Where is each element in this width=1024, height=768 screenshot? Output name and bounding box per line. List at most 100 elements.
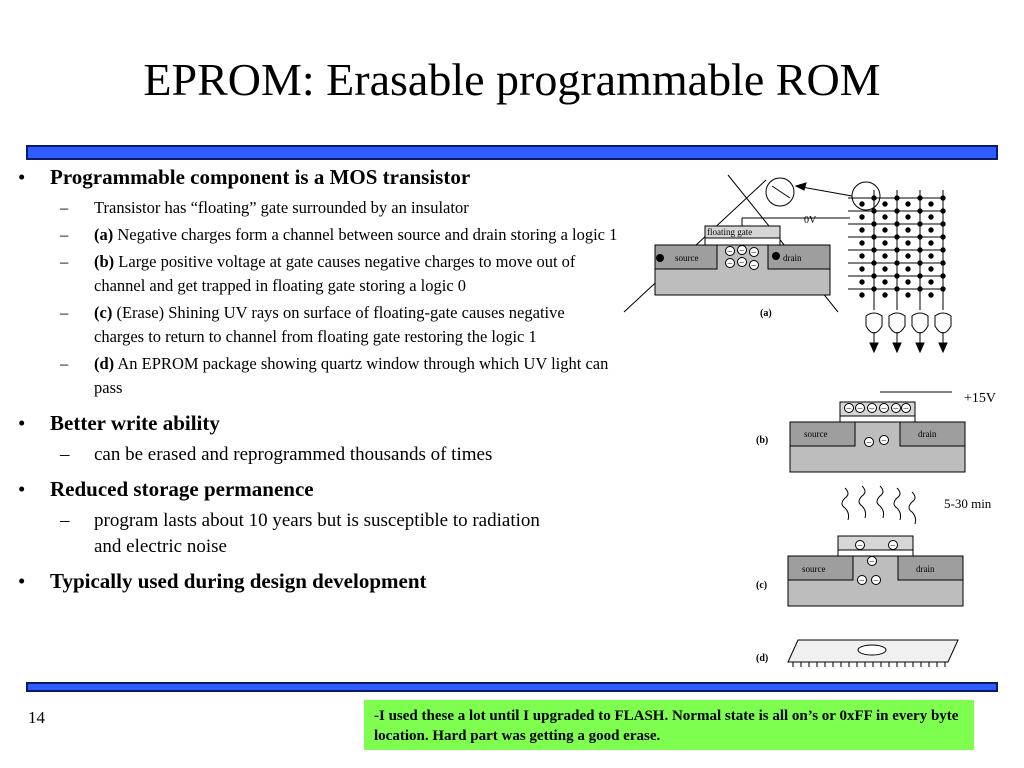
electron-charge (749, 247, 759, 257)
cell-node (940, 195, 946, 201)
minus-sign: − (866, 438, 872, 449)
zoom-circle-right (851, 181, 881, 211)
cell-node (928, 201, 934, 207)
cell-node (928, 279, 934, 285)
minus-sign: − (890, 541, 896, 552)
electron-charge (857, 575, 867, 585)
electron-charge (737, 257, 747, 267)
source-terminal (656, 254, 664, 262)
cell-node (894, 286, 900, 292)
cell-node (905, 266, 911, 272)
output-arrow (938, 342, 948, 354)
cell-node (894, 234, 900, 240)
cell-node (917, 260, 923, 266)
minus-sign: − (859, 576, 865, 587)
sub-bullet-text: Transistor has “floating” gate surrounde… (94, 198, 469, 217)
bullet-list: •Programmable component is a MOS transis… (18, 164, 618, 600)
cell-node (894, 208, 900, 214)
cell-node (905, 201, 911, 207)
sub-bullet: –Transistor has “floating” gate surround… (60, 198, 469, 217)
quartz-window (857, 644, 887, 656)
cell-node (917, 286, 923, 292)
output-arrow (915, 342, 925, 354)
label-drain-a: drain (783, 253, 802, 263)
cell-node (882, 201, 888, 207)
cell-node (871, 208, 877, 214)
label-source-b: source (804, 429, 828, 439)
cell-node (882, 240, 888, 246)
cell-node (859, 266, 865, 272)
cell-node (871, 260, 877, 266)
label-c: (c) (756, 580, 767, 591)
bullet-3-text: Reduced storage permanence (50, 477, 314, 501)
cell-node (905, 227, 911, 233)
label-15v: +15V (964, 391, 996, 406)
sub-bullet: –program lasts about 10 years but is sus… (60, 510, 540, 557)
minus-sign: − (903, 404, 909, 415)
cell-node (882, 266, 888, 272)
top-divider-bar (26, 145, 998, 160)
sub-bullet: –(b) Large positive voltage at gate caus… (60, 252, 576, 295)
cell-node (882, 227, 888, 233)
electron-charge (844, 403, 854, 413)
memory-array (623, 174, 952, 354)
zoom-circle-left (765, 177, 795, 207)
transistor-c: 5-30 min source drain −−−−− (c) (756, 485, 992, 607)
cell-node (859, 201, 865, 207)
cell-node (871, 273, 877, 279)
minus-sign: − (873, 576, 879, 587)
cell-node (905, 292, 911, 298)
label-0v: 0V (804, 215, 817, 226)
sub-bullet-text: program lasts about 10 years but is susc… (94, 510, 540, 557)
minus-sign: − (857, 541, 863, 552)
cell-node (871, 247, 877, 253)
note-box: -I used these a lot until I upgraded to … (364, 700, 974, 750)
cell-node (871, 195, 877, 201)
electron-charge (901, 403, 911, 413)
sub-bullet-text: can be erased and reprogrammed thousands… (94, 444, 493, 465)
page-number: 14 (28, 708, 45, 727)
minus-sign: − (869, 404, 875, 415)
output-arrow (869, 342, 879, 354)
cell-node (894, 221, 900, 227)
cell-node (859, 253, 865, 259)
eprom-package: (d) (756, 639, 959, 667)
cell-node (882, 253, 888, 259)
cell-node (871, 221, 877, 227)
cell-node (859, 240, 865, 246)
slide-title: EPROM: Erasable programmable ROM (143, 54, 881, 105)
electron-charge (871, 575, 881, 585)
minus-sign: − (857, 404, 863, 415)
electron-charge (725, 246, 735, 256)
cell-node (859, 292, 865, 298)
sub-bullet: –(d) An EPROM package showing quartz win… (60, 354, 609, 397)
cell-node (894, 260, 900, 266)
sub-bullet: –(a) Negative charges form a channel bet… (60, 225, 618, 244)
sub-bullet: –can be erased and reprogrammed thousand… (60, 444, 493, 465)
sub-bullet-prefix: (c) (94, 303, 113, 322)
minus-sign: − (881, 404, 887, 415)
sense-amp (865, 312, 883, 334)
bullet-4: •Typically used during design developmen… (18, 569, 427, 593)
cell-node (917, 195, 923, 201)
electron-charge (867, 556, 877, 566)
cell-node (928, 214, 934, 220)
bottom-divider-bar (26, 682, 998, 692)
label-drain-c: drain (916, 564, 935, 574)
cell-node (940, 286, 946, 292)
bullet-2: •Better write ability (18, 411, 220, 435)
cell-node (928, 240, 934, 246)
cell-node (940, 208, 946, 214)
electron-charge (749, 260, 759, 270)
electron-charge (891, 403, 901, 413)
label-a: (a) (760, 308, 772, 319)
bullet-2-text: Better write ability (50, 411, 220, 435)
label-source-a: source (675, 253, 699, 263)
cell-node (905, 214, 911, 220)
sub-bullet-text: (Erase) Shining UV rays on surface of fl… (94, 303, 565, 346)
label-b: (b) (756, 435, 768, 446)
minus-sign: − (869, 557, 875, 568)
cell-node (940, 247, 946, 253)
transistor-a: 0V floating gate source drain −−−−−− (a) (654, 215, 850, 319)
drain-terminal (772, 252, 780, 260)
